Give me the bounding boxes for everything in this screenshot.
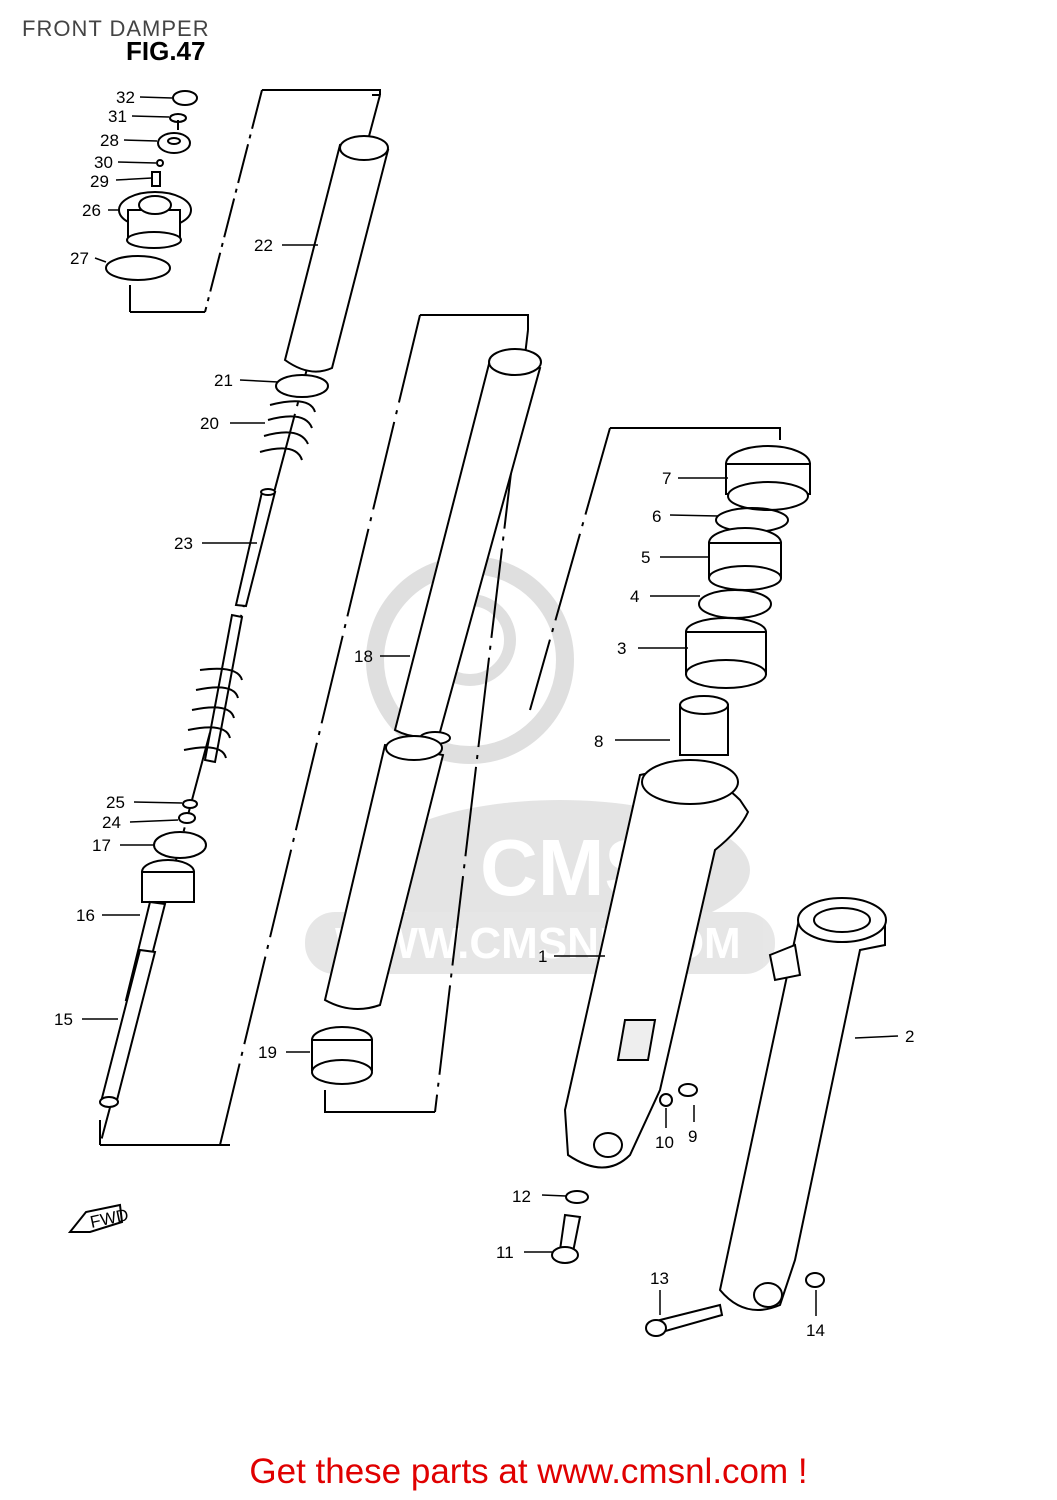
callout-15: 15 — [54, 1010, 73, 1029]
callout-1: 1 — [538, 947, 547, 966]
callout-10: 10 — [655, 1133, 674, 1152]
callout-7: 7 — [662, 469, 671, 488]
callout-30: 30 — [94, 153, 113, 172]
callout-4: 4 — [630, 587, 639, 606]
callout-25: 25 — [106, 793, 125, 812]
callout-labels: 32 31 28 30 29 26 27 22 21 20 23 25 24 1… — [54, 88, 914, 1340]
callout-27: 27 — [70, 249, 89, 268]
callout-20: 20 — [200, 414, 219, 433]
callout-12: 12 — [512, 1187, 531, 1206]
callout-24: 24 — [102, 813, 121, 832]
callout-17: 17 — [92, 836, 111, 855]
callout-28: 28 — [100, 131, 119, 150]
figure-label: FIG.47 — [126, 36, 205, 66]
callout-26: 26 — [82, 201, 101, 220]
callout-18: 18 — [354, 647, 373, 666]
callout-32: 32 — [116, 88, 135, 107]
callout-14: 14 — [806, 1321, 825, 1340]
get-parts-link[interactable]: Get these parts at www.cmsnl.com ! — [249, 1452, 808, 1491]
callout-22: 22 — [254, 236, 273, 255]
callout-13: 13 — [650, 1269, 669, 1288]
callout-29: 29 — [90, 172, 109, 191]
callout-2: 2 — [905, 1027, 914, 1046]
callout-31: 31 — [108, 107, 127, 126]
callout-8: 8 — [594, 732, 603, 751]
page-title: FRONT DAMPER — [22, 16, 210, 41]
front-damper-diagram: CMS WWW.CMSNL.COM FIG.47 — [54, 36, 914, 1340]
callout-21: 21 — [214, 371, 233, 390]
callout-9: 9 — [688, 1127, 697, 1146]
callout-3: 3 — [617, 639, 626, 658]
callout-23: 23 — [174, 534, 193, 553]
callout-16: 16 — [76, 906, 95, 925]
callout-11: 11 — [496, 1243, 514, 1262]
callout-6: 6 — [652, 507, 661, 526]
callout-5: 5 — [641, 548, 650, 567]
callout-19: 19 — [258, 1043, 277, 1062]
